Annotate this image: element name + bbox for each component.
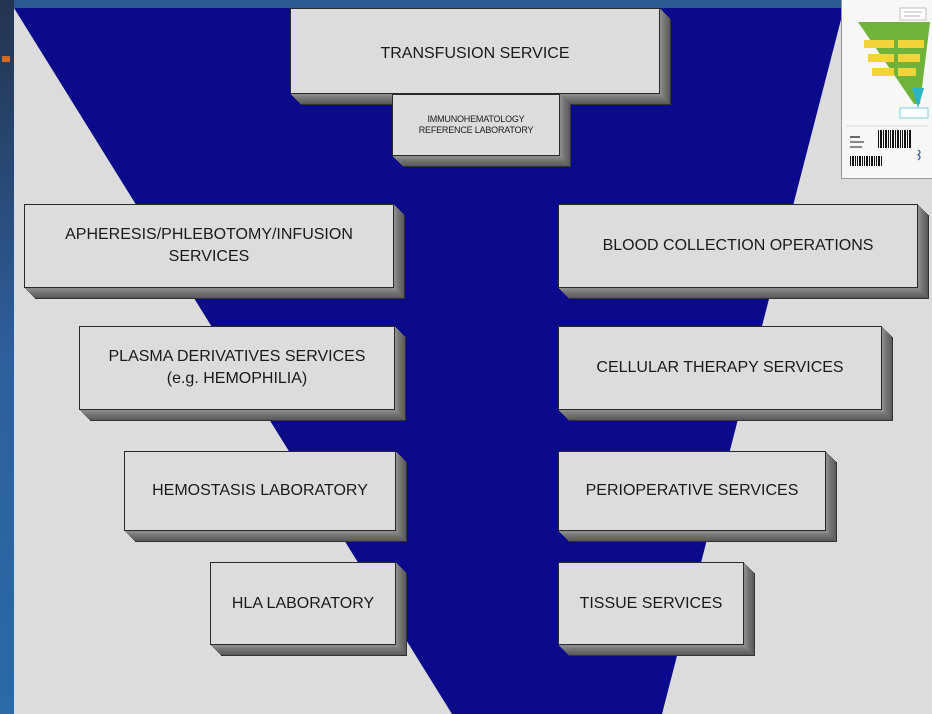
tissue-services-box: TISSUE SERVICES bbox=[558, 562, 744, 645]
barcode-small-icon bbox=[850, 156, 882, 166]
thumbnail-graphic bbox=[842, 0, 932, 178]
window-edge-strip bbox=[0, 0, 14, 714]
hemostasis-lab-box: HEMOSTASIS LABORATORY bbox=[124, 451, 396, 531]
perioperative-box: PERIOPERATIVE SERVICES bbox=[558, 451, 826, 531]
immunohematology-lab-box: IMMUNOHEMATOLOGY REFERENCE LABORATORY bbox=[392, 94, 560, 156]
book-cover-thumbnail-icon[interactable] bbox=[841, 0, 932, 179]
apheresis-box: APHERESIS/PHLEBOTOMY/INFUSION SERVICES bbox=[24, 204, 394, 288]
publisher-mark-icon bbox=[916, 149, 921, 161]
window-accent-icon bbox=[2, 56, 10, 62]
slide-canvas: TRANSFUSION SERVICE IMMUNOHEMATOLOGY REF… bbox=[14, 8, 932, 714]
transfusion-service-box: TRANSFUSION SERVICE bbox=[290, 8, 660, 94]
blood-collection-box: BLOOD COLLECTION OPERATIONS bbox=[558, 204, 918, 288]
cellular-therapy-box: CELLULAR THERAPY SERVICES bbox=[558, 326, 882, 410]
barcode-icon bbox=[878, 130, 911, 148]
funnel-shape bbox=[14, 8, 844, 714]
funnel-polygon bbox=[14, 8, 844, 714]
plasma-derivatives-box: PLASMA DERIVATIVES SERVICES (e.g. HEMOPH… bbox=[79, 326, 395, 410]
hla-lab-box: HLA LABORATORY bbox=[210, 562, 396, 645]
